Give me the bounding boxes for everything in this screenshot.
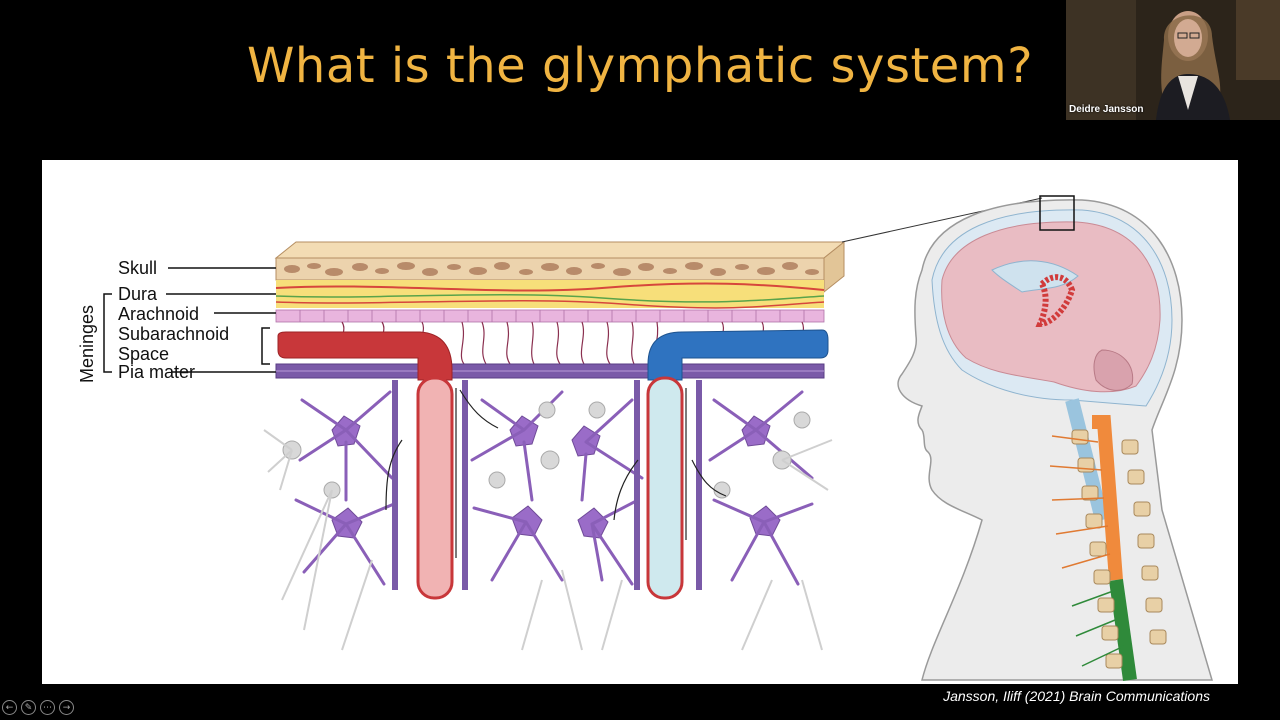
- diagram-illustration: [103, 195, 1214, 681]
- label-skull: Skull: [118, 258, 158, 278]
- arrow-right-icon[interactable]: →: [59, 700, 74, 715]
- more-icon[interactable]: ⋯: [40, 700, 55, 715]
- penetrating-vein: [646, 376, 684, 600]
- glymphatic-diagram: Skull Dura Arachnoid Subarachnoid Space …: [42, 160, 1238, 684]
- figure-citation: Jansson, Iliff (2021) Brain Communicatio…: [943, 688, 1210, 704]
- label-subarachnoid: Subarachnoid: [118, 324, 230, 344]
- label-meninges: Meninges: [77, 304, 97, 384]
- label-arachnoid: Arachnoid: [118, 304, 200, 324]
- pen-icon[interactable]: ✎: [21, 700, 36, 715]
- skull-top-face: [274, 241, 846, 259]
- label-dura: Dura: [118, 284, 158, 304]
- slide-controls: ← ✎ ⋯ →: [2, 700, 74, 718]
- spinal-cord: [1049, 415, 1167, 681]
- arachnoid-layer: [275, 309, 825, 323]
- label-space: Space: [118, 344, 170, 364]
- slide-title: What is the glymphatic system?: [246, 38, 1034, 94]
- arrow-left-icon[interactable]: ←: [2, 700, 17, 715]
- speaker-video-tile[interactable]: Deidre Jansson: [1066, 0, 1280, 120]
- skull-bone-texture: [284, 262, 819, 276]
- speaker-avatar: [1066, 0, 1280, 120]
- zoom-region-box: [1039, 195, 1075, 231]
- vein-vessel: [647, 329, 829, 381]
- arachnoid-cells: [299, 310, 805, 322]
- speaker-name: Deidre Jansson: [1069, 104, 1144, 115]
- head-profile: [897, 195, 1214, 681]
- penetrating-artery: [416, 376, 454, 600]
- neural-tissue: [263, 380, 833, 651]
- label-leader-lines: [103, 267, 276, 373]
- artery-vessel: [277, 331, 453, 381]
- label-pia-mater: Pia mater: [118, 362, 196, 382]
